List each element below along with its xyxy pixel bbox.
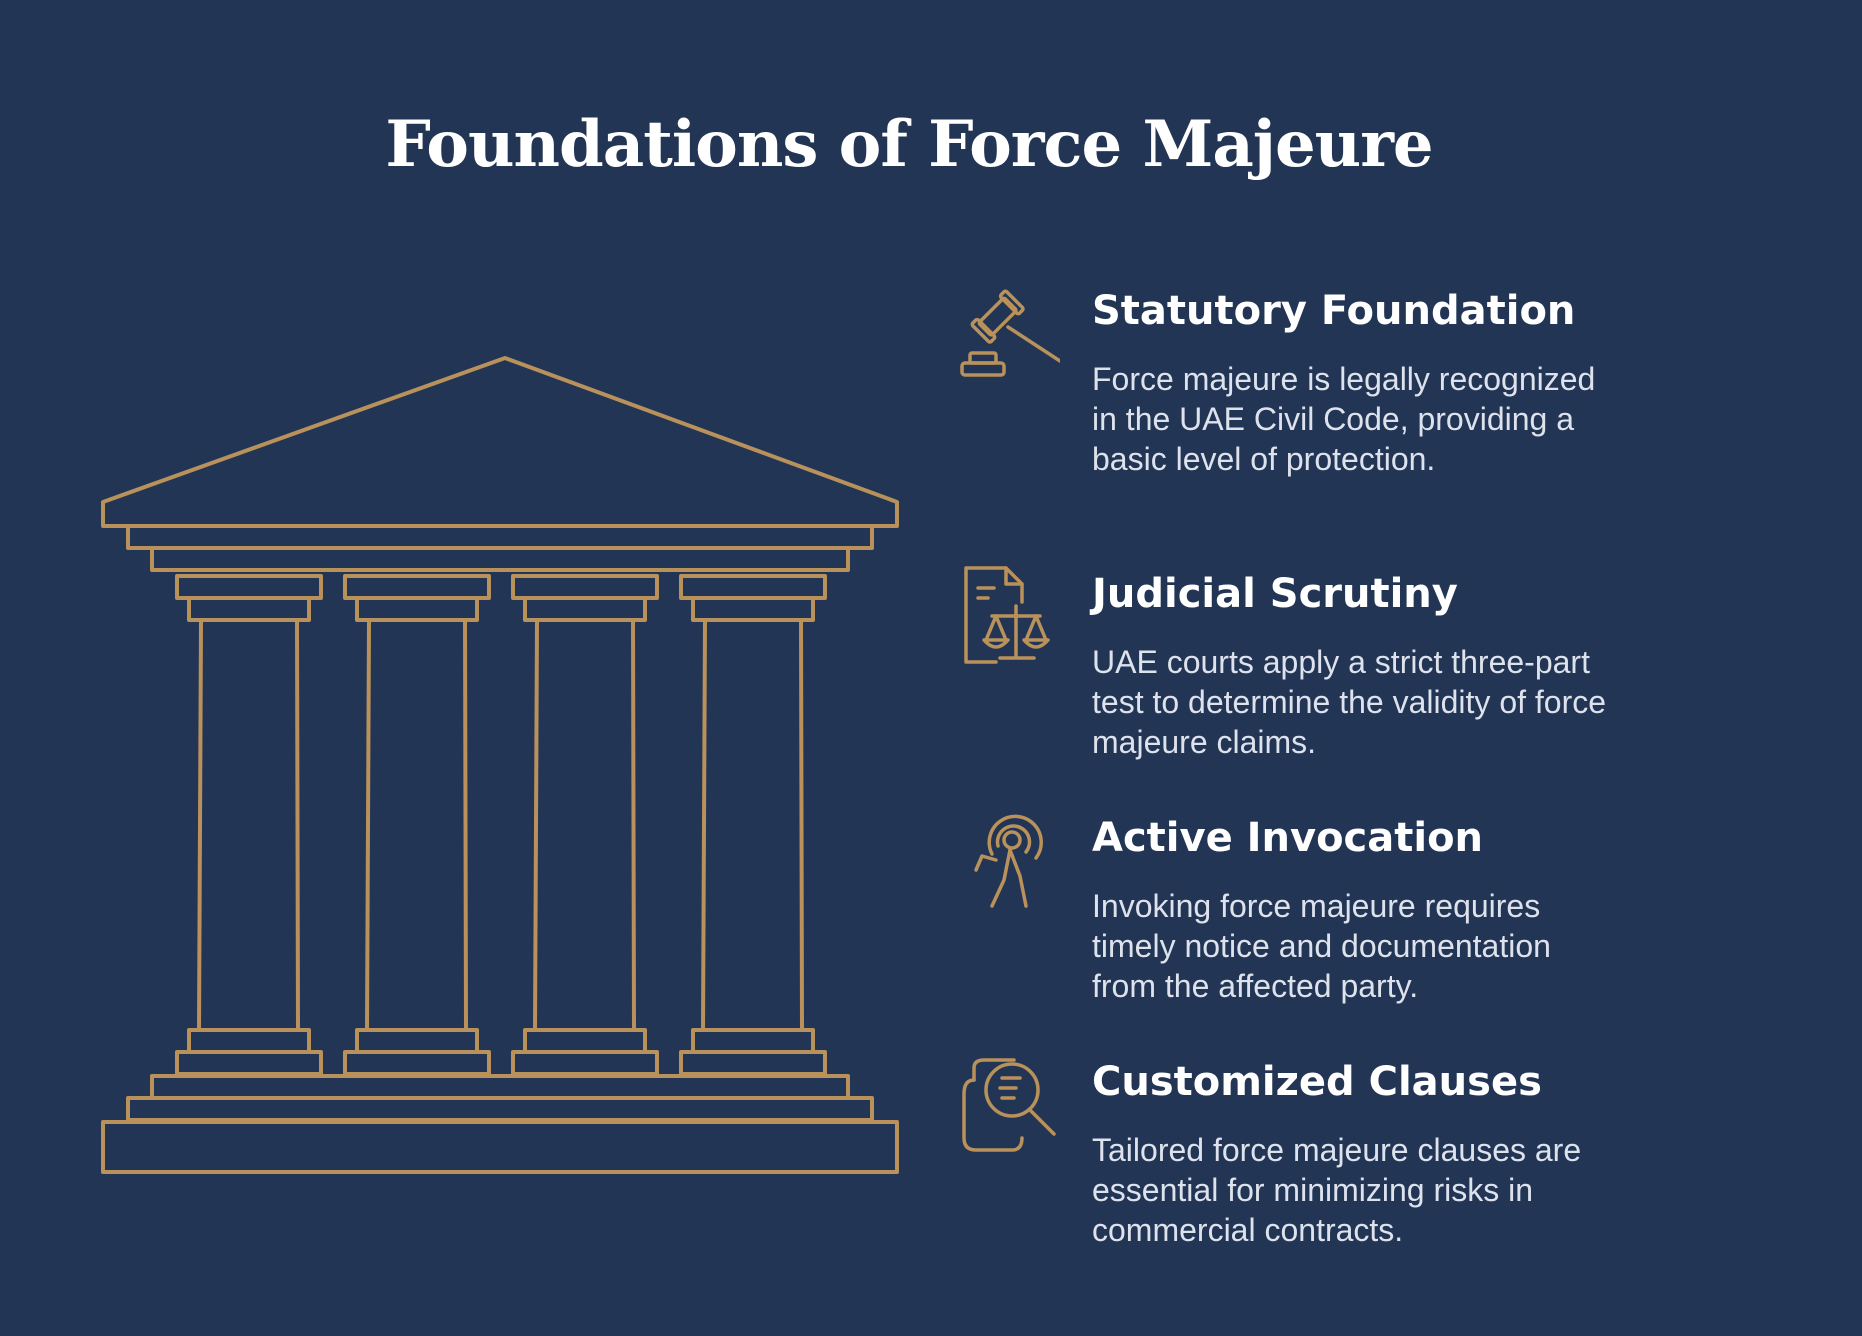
- item-heading: Customized Clauses: [1092, 1059, 1542, 1105]
- list-item-customized-clauses: Customized Clauses Tailored force majeur…: [960, 1054, 1780, 1254]
- page-title: Foundations of Force Majeure: [385, 107, 1433, 182]
- document-scales-icon: [960, 566, 1060, 666]
- item-description: Tailored force majeure clauses are essen…: [1092, 1132, 1582, 1248]
- gavel-icon: [960, 283, 1060, 383]
- item-description: UAE courts apply a strict three-part tes…: [1092, 644, 1607, 760]
- list-item-statutory-foundation: Statutory Foundation Force majeure is le…: [960, 283, 1780, 523]
- person-signal-icon: [960, 810, 1060, 910]
- item-description: Invoking force majeure requires timely n…: [1092, 888, 1551, 1004]
- list-item-active-invocation: Active Invocation Invoking force majeure…: [960, 810, 1780, 1010]
- item-heading: Active Invocation: [1092, 815, 1484, 861]
- item-description: Force majeure is legally recognized in t…: [1092, 361, 1596, 477]
- greek-temple-icon: [101, 356, 899, 1174]
- item-heading: Judicial Scrutiny: [1092, 571, 1458, 617]
- document-search-icon: [960, 1054, 1060, 1154]
- list-item-judicial-scrutiny: Judicial Scrutiny UAE courts apply a str…: [960, 566, 1780, 766]
- item-heading: Statutory Foundation: [1092, 288, 1576, 334]
